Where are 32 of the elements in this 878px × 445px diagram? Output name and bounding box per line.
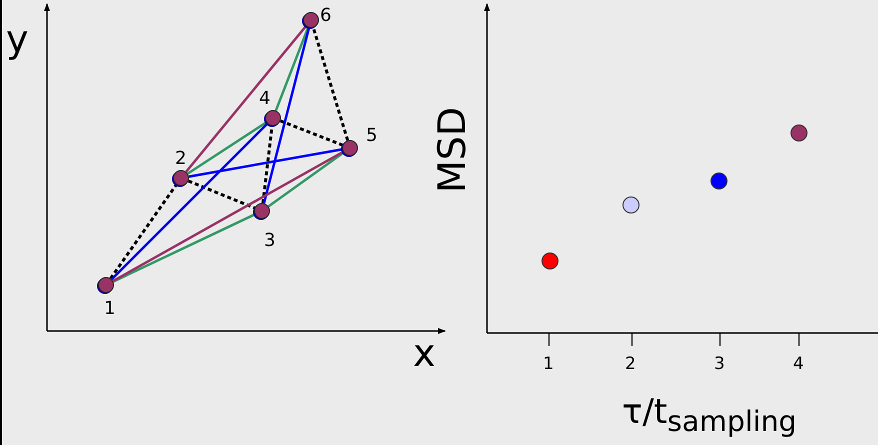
axis-label: MSD xyxy=(433,106,471,193)
point-number: 2 xyxy=(175,150,186,168)
point-number: 6 xyxy=(320,7,332,25)
trajectory-point xyxy=(342,140,358,156)
point-number: 4 xyxy=(259,90,270,108)
axis-label: x xyxy=(413,334,436,372)
trajectory-point xyxy=(173,170,189,186)
point-number: 1 xyxy=(104,300,116,318)
connector-line xyxy=(274,27,310,111)
connector-line xyxy=(188,148,342,178)
axis-label: τ/t$_{sampling}$ xyxy=(622,395,797,436)
connector-line xyxy=(268,152,344,208)
connector-line xyxy=(187,121,267,175)
tick-label: 3 xyxy=(714,356,725,373)
connector-line xyxy=(112,213,256,283)
connector-line xyxy=(110,122,268,280)
tick-label: 4 xyxy=(793,356,804,373)
trajectory-point xyxy=(98,277,114,293)
connector-line xyxy=(185,25,307,173)
connector-line xyxy=(262,27,310,204)
tick-label: 2 xyxy=(625,356,636,373)
connector-line xyxy=(312,27,350,141)
tick-label: 1 xyxy=(543,356,554,373)
axis-label: y xyxy=(6,20,28,58)
trajectory-point xyxy=(303,12,319,28)
connector-line xyxy=(109,184,178,280)
connector-line xyxy=(280,120,344,146)
trajectory-point xyxy=(265,110,281,126)
connector-line xyxy=(112,150,344,282)
point-number: 5 xyxy=(366,127,378,145)
point-number: 3 xyxy=(264,232,276,250)
trajectory-point xyxy=(254,203,270,219)
